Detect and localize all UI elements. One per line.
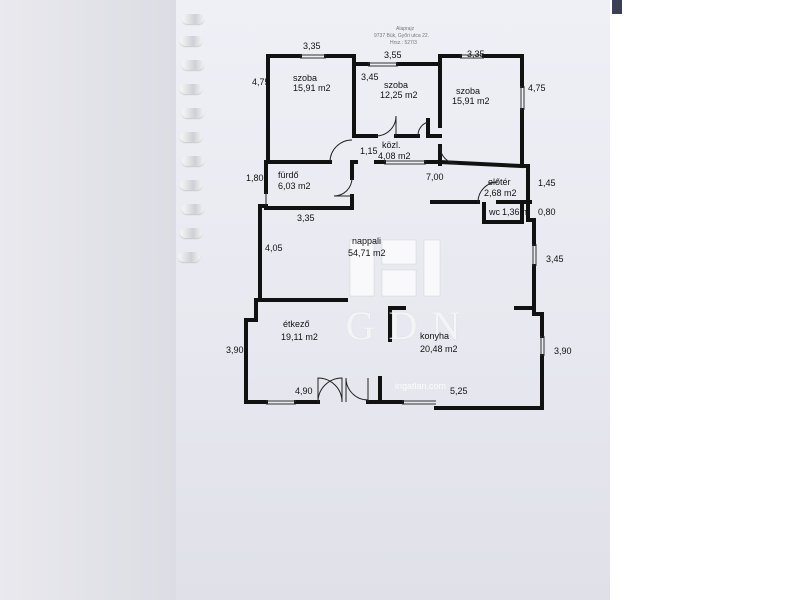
room-szoba-right-name: szoba <box>456 86 481 96</box>
dim-bottom-right: 5,25 <box>450 386 468 396</box>
room-wc-name: wc <box>489 207 500 217</box>
dim-right-upper: 4,75 <box>528 83 546 93</box>
dim-bottom-left: 4,90 <box>295 386 313 396</box>
dim-furdo-bottom: 3,35 <box>297 213 315 223</box>
room-etkezo-name: étkező <box>283 319 310 329</box>
dim-top-mid: 3,55 <box>384 50 402 60</box>
dim-furdo-left: 1,80 <box>246 173 264 183</box>
room-kozl-name: közl. <box>382 140 401 150</box>
room-szoba-left-name: szoba <box>293 73 318 83</box>
dim-top-right: 3,35 <box>467 49 485 59</box>
background-corner <box>612 0 622 14</box>
room-kozl-area: 4,08 m2 <box>378 151 411 161</box>
room-szoba-mid-area: 12,25 m2 <box>380 90 418 100</box>
room-etkezo-area: 19,11 m2 <box>281 332 318 342</box>
room-eloter-name: előtér <box>488 177 511 187</box>
dim-top-left: 3,35 <box>303 41 321 51</box>
dim-mid-inner: 3,45 <box>361 72 379 82</box>
watermark-logo-text: GDN <box>345 303 475 348</box>
dim-right-mid: 3,45 <box>546 254 564 264</box>
dim-left-lower: 3,90 <box>226 345 244 355</box>
plan-header-address: 9737 Bük, Győri utca 22. <box>374 33 430 39</box>
room-nappali-area: 54,71 m2 <box>348 248 386 258</box>
dim-right-hall: 1,45 <box>538 178 556 188</box>
room-wc-area: 1,36m <box>502 207 528 217</box>
dim-kozl-left: 1,15 <box>360 146 378 156</box>
room-szoba-right-area: 15,91 m2 <box>452 96 490 106</box>
room-nappali-name: nappali <box>352 236 382 246</box>
floor-plan-sheet <box>176 0 610 600</box>
room-konyha-area: 20,48 m2 <box>420 344 458 354</box>
dim-hall-length: 7,00 <box>426 172 444 182</box>
background-left <box>0 0 176 600</box>
room-furdo-name: fürdő <box>278 170 299 180</box>
room-konyha-name: konyha <box>420 331 450 341</box>
dim-nappali-left: 4,05 <box>265 243 283 253</box>
dim-right-lower: 3,90 <box>554 346 572 356</box>
plan-header-parcel: Hrsz.: 527/3 <box>390 40 417 46</box>
watermark-site: ingatlan.com <box>395 381 447 391</box>
background-right <box>610 0 800 600</box>
plan-header-title: Alaprajz <box>396 26 415 32</box>
room-szoba-left-area: 15,91 m2 <box>293 83 331 93</box>
dim-left-upper: 4,75 <box>252 77 270 87</box>
room-furdo-area: 6,03 m2 <box>278 181 311 191</box>
dim-wc-right: 0,80 <box>538 207 556 217</box>
room-szoba-mid-name: szoba <box>384 80 409 90</box>
room-eloter-area: 2,68 m2 <box>484 188 517 198</box>
